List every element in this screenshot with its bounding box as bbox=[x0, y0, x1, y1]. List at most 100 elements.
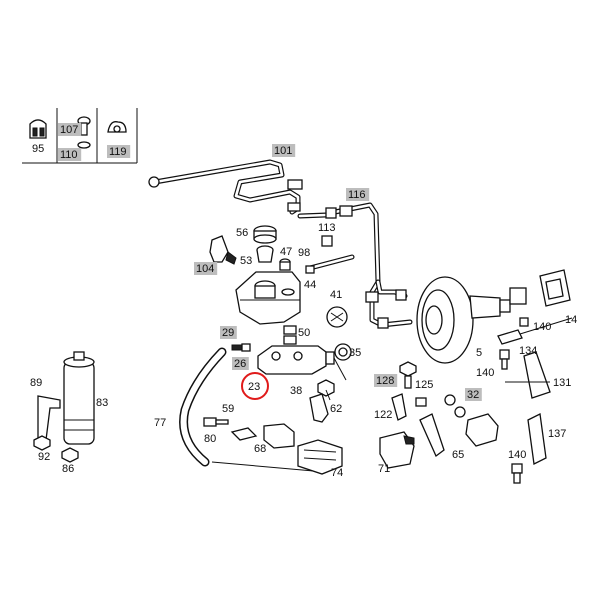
bracket-89[interactable] bbox=[37, 395, 61, 441]
callout-134[interactable]: 134 bbox=[519, 345, 537, 357]
callout-label-68: 68 bbox=[254, 443, 266, 455]
callout-59[interactable]: 59 bbox=[222, 403, 234, 415]
callout-label-35: 35 bbox=[349, 347, 361, 359]
callout-125[interactable]: 125 bbox=[415, 379, 433, 391]
bolt-92[interactable] bbox=[33, 435, 51, 451]
callout-101[interactable]: 101 bbox=[272, 144, 296, 157]
callout-44[interactable]: 44 bbox=[304, 279, 316, 291]
master-cylinder-23[interactable] bbox=[257, 345, 347, 381]
callout-label-23: 23 bbox=[248, 381, 260, 393]
callout-26[interactable]: 26 bbox=[232, 357, 249, 370]
callout-label-77: 77 bbox=[154, 417, 166, 429]
callout-98[interactable]: 98 bbox=[298, 247, 310, 259]
callout-77[interactable]: 77 bbox=[154, 417, 166, 429]
callout-104[interactable]: 104 bbox=[194, 262, 218, 275]
callout-74[interactable]: 74 bbox=[331, 467, 343, 479]
callout-89[interactable]: 89 bbox=[30, 377, 42, 389]
callout-label-119: 119 bbox=[109, 146, 127, 158]
callout-label-83: 83 bbox=[96, 397, 108, 409]
callout-122[interactable]: 122 bbox=[374, 409, 392, 421]
callout-53[interactable]: 53 bbox=[240, 255, 252, 267]
hose-77[interactable] bbox=[179, 347, 326, 473]
accumulator-83[interactable] bbox=[63, 351, 95, 445]
brake-line-101[interactable] bbox=[148, 159, 303, 215]
callout-92[interactable]: 92 bbox=[38, 451, 50, 463]
washer-125[interactable] bbox=[415, 397, 427, 407]
callout-23[interactable]: 23 bbox=[248, 381, 260, 393]
bracket-122[interactable] bbox=[391, 393, 407, 421]
callout-62[interactable]: 62 bbox=[330, 403, 342, 415]
callout-119[interactable]: 119 bbox=[107, 145, 131, 158]
callout-86[interactable]: 86 bbox=[62, 463, 74, 475]
callout-80[interactable]: 80 bbox=[204, 433, 216, 445]
callout-83[interactable]: 83 bbox=[96, 397, 108, 409]
bracket-131[interactable] bbox=[505, 351, 551, 399]
clip-95[interactable] bbox=[29, 119, 47, 139]
sensor-71[interactable] bbox=[379, 431, 415, 469]
callout-140b[interactable]: 140 bbox=[476, 367, 494, 379]
callout-label-29: 29 bbox=[222, 327, 234, 339]
callout-47[interactable]: 47 bbox=[280, 246, 292, 258]
callout-140c[interactable]: 140 bbox=[508, 449, 526, 461]
screw-29[interactable] bbox=[231, 343, 251, 352]
callout-131[interactable]: 131 bbox=[553, 377, 571, 389]
bolt-80[interactable] bbox=[203, 417, 229, 427]
callout-29[interactable]: 29 bbox=[220, 326, 237, 339]
bracket-68[interactable] bbox=[263, 423, 295, 449]
callout-71[interactable]: 71 bbox=[378, 463, 390, 475]
callout-56[interactable]: 56 bbox=[236, 227, 248, 239]
grommet-50[interactable] bbox=[283, 325, 297, 345]
callout-labels: 95 107 110 119 101 116 113 56 47 98 53 104 44 41 29 50 2… bbox=[30, 123, 577, 479]
callout-140a[interactable]: 140 bbox=[533, 321, 551, 333]
callout-35[interactable]: 35 bbox=[349, 347, 361, 359]
callout-137[interactable]: 137 bbox=[548, 428, 566, 440]
fork-134[interactable] bbox=[497, 317, 573, 345]
abs-unit-74[interactable] bbox=[297, 439, 343, 475]
nut-38[interactable] bbox=[317, 379, 335, 397]
reservoir-44[interactable] bbox=[235, 271, 301, 325]
callout-50[interactable]: 50 bbox=[298, 327, 310, 339]
bolt-140-c[interactable] bbox=[511, 463, 523, 484]
callout-68[interactable]: 68 bbox=[254, 443, 266, 455]
washer-110[interactable] bbox=[77, 141, 91, 149]
callout-38[interactable]: 38 bbox=[290, 385, 302, 397]
brake-line-98[interactable] bbox=[305, 254, 355, 274]
bracket-62[interactable] bbox=[309, 389, 331, 423]
bolt-140-b[interactable] bbox=[499, 349, 510, 370]
callout-32[interactable]: 32 bbox=[465, 388, 482, 401]
callout-label-101: 101 bbox=[274, 145, 292, 157]
callout-label-140b: 140 bbox=[476, 367, 494, 379]
cap-56[interactable] bbox=[253, 225, 277, 244]
gasket-14[interactable] bbox=[539, 269, 571, 307]
sensor-32[interactable] bbox=[444, 394, 499, 447]
bolt-140-a[interactable] bbox=[519, 317, 529, 327]
callout-label-104: 104 bbox=[196, 263, 214, 275]
callout-116[interactable]: 116 bbox=[346, 188, 370, 201]
plug-47[interactable] bbox=[279, 258, 291, 271]
callout-65[interactable]: 65 bbox=[452, 449, 464, 461]
bracket-104[interactable] bbox=[209, 235, 237, 265]
brake-line-116[interactable] bbox=[297, 202, 413, 329]
fitting-113[interactable] bbox=[321, 235, 333, 247]
screen-53[interactable] bbox=[256, 245, 274, 263]
brake-booster-5[interactable] bbox=[416, 276, 527, 364]
callout-113[interactable]: 113 bbox=[318, 222, 336, 234]
callout-label-92: 92 bbox=[38, 451, 50, 463]
seal-35[interactable] bbox=[334, 343, 352, 361]
bracket-137[interactable] bbox=[527, 413, 547, 465]
callout-110[interactable]: 110 bbox=[58, 148, 82, 161]
screw-128[interactable] bbox=[399, 361, 417, 389]
callout-107[interactable]: 107 bbox=[58, 123, 82, 136]
bracket-65[interactable] bbox=[419, 413, 445, 458]
callout-95[interactable]: 95 bbox=[32, 143, 44, 155]
cap-41[interactable] bbox=[326, 306, 348, 328]
nut-86[interactable] bbox=[61, 447, 79, 463]
callout-41[interactable]: 41 bbox=[330, 289, 342, 301]
callout-highlight-29 bbox=[220, 326, 237, 339]
callout-14[interactable]: 14 bbox=[565, 314, 577, 326]
callout-label-41: 41 bbox=[330, 289, 342, 301]
clip-119[interactable] bbox=[107, 121, 127, 133]
clip-59[interactable] bbox=[230, 427, 258, 441]
callout-128[interactable]: 128 bbox=[374, 374, 398, 387]
callout-5[interactable]: 5 bbox=[476, 347, 482, 359]
